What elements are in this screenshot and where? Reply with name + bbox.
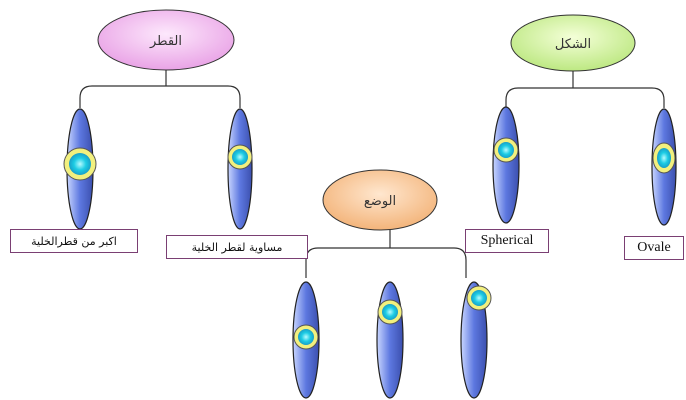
position-title: الوضع: [364, 194, 396, 209]
shape-bracket: [506, 71, 664, 108]
shape-title: الشكل: [555, 37, 591, 52]
diameter-bracket: [80, 70, 240, 108]
spore-cell-icon: [493, 107, 519, 223]
label-ovale: Ovale: [624, 236, 684, 260]
position-group: الوضع: [306, 170, 466, 278]
label-equal-to-cell: مساوية لقطر الخلية: [166, 235, 308, 259]
shape-group: الشكل: [506, 15, 664, 108]
spore-cell-icon: [461, 282, 491, 398]
spore-cell-icon: [652, 109, 676, 225]
label-larger-than-cell: اكبر من قطرالخلية: [10, 229, 138, 253]
spore-cell-icon: [293, 282, 319, 398]
spore-cell-icon: [64, 109, 96, 229]
spore-cell-icon: [377, 282, 403, 398]
position-bracket: [306, 230, 466, 278]
label-spherical: Spherical: [465, 229, 549, 253]
spore-cell-icon: [228, 109, 252, 229]
diameter-title: القطر: [149, 34, 182, 49]
diameter-group: القطر: [80, 10, 240, 108]
